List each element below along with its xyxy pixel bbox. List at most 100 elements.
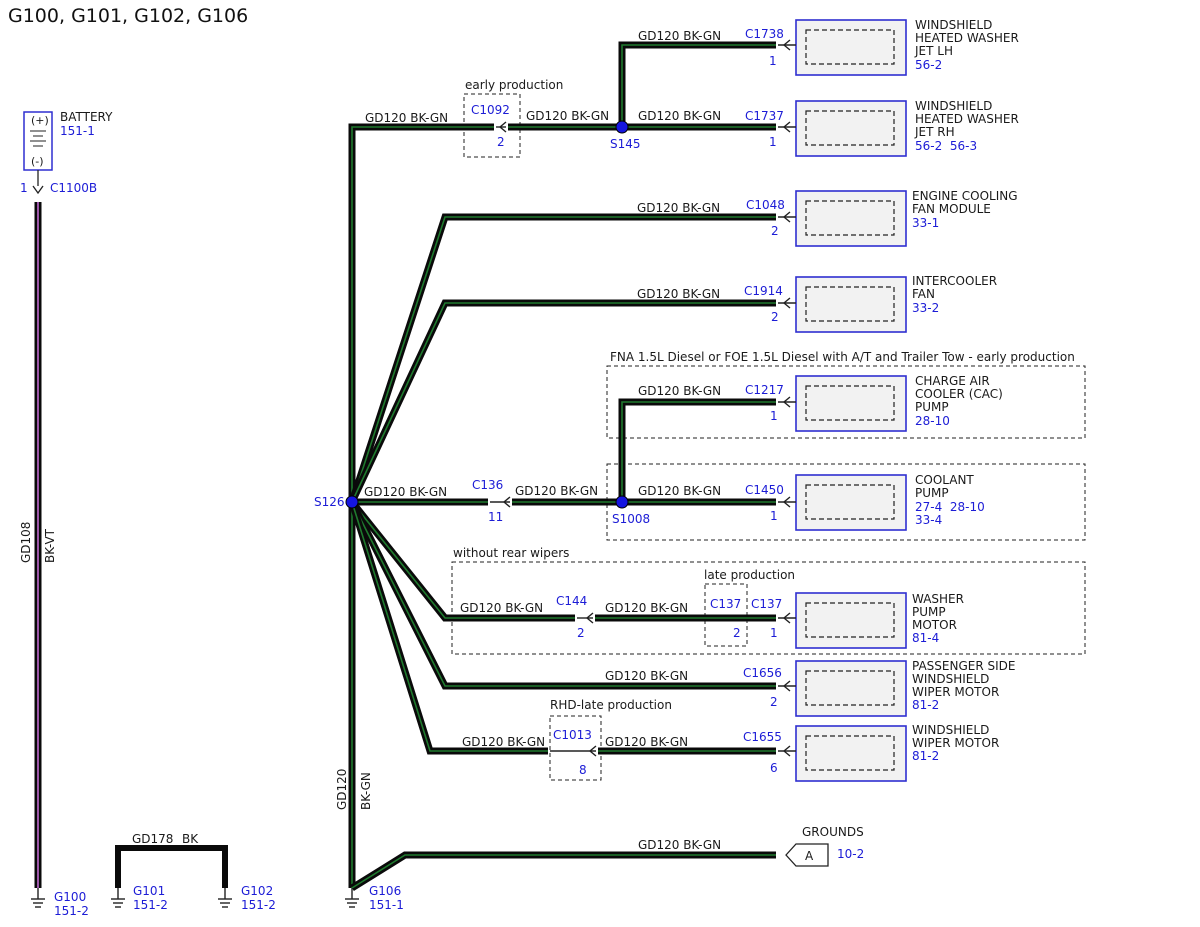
component-cac-line3: PUMP [915, 400, 949, 414]
ground-g100-name[interactable]: G100 [54, 890, 86, 904]
component-pass-wiper-line3: WIPER MOTOR [912, 685, 999, 699]
note-early-production: early production [465, 78, 563, 92]
wire-gd178-color: BK [182, 832, 199, 846]
grounds-reference-letter: A [805, 849, 814, 863]
component-cac-line2: COOLER (CAC) [915, 387, 1003, 401]
connector-c1013-pin: 8 [579, 763, 587, 777]
wire-label: GD120 BK-GN [605, 735, 688, 749]
component-intercooler-line1: INTERCOOLER [912, 274, 997, 288]
wire-gd120-network[interactable] [348, 41, 776, 891]
note-rhd-late: RHD-late production [550, 698, 672, 712]
component-pass-wiper-line2: WINDSHIELD [912, 672, 989, 686]
component-fan-module-line2: FAN MODULE [912, 202, 991, 216]
ground-icon [345, 888, 359, 908]
splice-s1008[interactable] [615, 495, 629, 509]
connector-c137[interactable]: C137 [751, 597, 782, 611]
wire-gd178-circuit: GD178 [132, 832, 173, 846]
wire-gd178[interactable] [115, 845, 228, 888]
page-title: G100, G101, G102, G106 [8, 5, 248, 27]
splice-s145[interactable] [615, 120, 629, 134]
wire-label: GD120 BK-GN [526, 109, 609, 123]
connector-arrow-icon [32, 185, 44, 195]
splice-s145-label: S145 [610, 137, 641, 151]
splice-s126[interactable] [345, 495, 359, 509]
component-intercooler-ref[interactable]: 33-2 [912, 301, 939, 315]
component-jet-rh-line2: HEATED WASHER [915, 112, 1019, 126]
splice-s126-label: S126 [314, 495, 345, 509]
note-box-without-rear-wipers [451, 561, 1086, 655]
grounds-reference-tag[interactable] [785, 843, 829, 867]
wire-label: GD120 BK-GN [515, 484, 598, 498]
note-without-rear-wipers: without rear wipers [453, 546, 569, 560]
splice-s1008-label: S1008 [612, 512, 650, 526]
component-coolant-pump[interactable] [795, 474, 907, 531]
ground-g106-ref: 151-1 [369, 898, 404, 912]
connector-c1217[interactable]: C1217 [745, 383, 784, 397]
connector-c1217-pin: 1 [770, 409, 778, 423]
component-coolant-ref[interactable]: 27-4 28-10 [915, 500, 985, 514]
connector-c136-pin: 11 [488, 510, 503, 524]
connector-c1914[interactable]: C1914 [744, 284, 783, 298]
component-washer-line2: PUMP [912, 605, 946, 619]
connector-c1656-pin: 2 [770, 695, 778, 709]
connector-c137-inline[interactable]: C137 [710, 597, 741, 611]
wire-label: GD120 BK-GN [462, 735, 545, 749]
connector-c1655[interactable]: C1655 [743, 730, 782, 744]
connector-c1450[interactable]: C1450 [745, 483, 784, 497]
component-fan-module[interactable] [795, 190, 907, 247]
ground-icon [218, 888, 232, 908]
component-jet-lh-line2: HEATED WASHER [915, 31, 1019, 45]
component-ws-wiper-ref[interactable]: 81-2 [912, 749, 939, 763]
connector-c1450-pin: 1 [770, 509, 778, 523]
connector-c1738[interactable]: C1738 [745, 27, 784, 41]
trunk-color: BK-GN [359, 772, 373, 810]
connector-c1092[interactable]: C1092 [471, 103, 510, 117]
component-fan-module-ref[interactable]: 33-1 [912, 216, 939, 230]
battery-symbol[interactable]: (+) (-) [23, 111, 53, 171]
wire-label: GD120 BK-GN [605, 669, 688, 683]
component-windshield-wiper[interactable] [795, 725, 907, 782]
component-pass-wiper-ref[interactable]: 81-2 [912, 698, 939, 712]
wire-label: GD120 BK-GN [460, 601, 543, 615]
grounds-reference-label: GROUNDS [802, 825, 864, 839]
component-coolant-ref2[interactable]: 33-4 [915, 513, 942, 527]
ground-g101-name[interactable]: G101 [133, 884, 165, 898]
grounds-reference-ref[interactable]: 10-2 [837, 847, 864, 861]
note-box-fna [606, 365, 1086, 439]
battery-connector[interactable]: C1100B [50, 181, 97, 195]
component-jet-rh-ref[interactable]: 56-2 56-3 [915, 139, 977, 153]
connector-c1048[interactable]: C1048 [746, 198, 785, 212]
ground-g100-ref: 151-2 [54, 904, 89, 918]
component-cac-line1: CHARGE AIR [915, 374, 990, 388]
connector-c144[interactable]: C144 [556, 594, 587, 608]
connector-c1737-pin: 1 [769, 135, 777, 149]
connector-c1737[interactable]: C1737 [745, 109, 784, 123]
battery-minus: (-) [31, 155, 44, 168]
component-cac-pump[interactable] [795, 375, 907, 432]
component-washer-ref[interactable]: 81-4 [912, 631, 939, 645]
ground-g102-name[interactable]: G102 [241, 884, 273, 898]
component-fan-module-line1: ENGINE COOLING [912, 189, 1018, 203]
component-jet-rh-line3: JET RH [914, 125, 955, 139]
connector-c1013[interactable]: C1013 [553, 728, 592, 742]
ground-g101-ref: 151-2 [133, 898, 168, 912]
note-box-rhd-late [549, 715, 602, 781]
connector-c144-pin: 2 [577, 626, 585, 640]
wire-label: GD120 BK-GN [605, 601, 688, 615]
component-washer-pump[interactable] [795, 592, 907, 649]
wire-gd108-circuit: GD108 [19, 522, 33, 563]
component-passenger-wiper[interactable] [795, 660, 907, 717]
component-jet-lh[interactable] [795, 19, 907, 76]
note-late-production: late production [704, 568, 795, 582]
component-jet-lh-line3: JET LH [914, 44, 953, 58]
connector-c1656[interactable]: C1656 [743, 666, 782, 680]
component-cac-ref[interactable]: 28-10 [915, 414, 950, 428]
component-intercooler-fan[interactable] [795, 276, 907, 333]
component-jet-rh[interactable] [795, 100, 907, 157]
component-jet-lh-ref[interactable]: 56-2 [915, 58, 942, 72]
battery-pin: 1 [20, 181, 28, 195]
ground-g106-name[interactable]: G106 [369, 884, 401, 898]
ground-icon [31, 888, 45, 908]
connector-c136[interactable]: C136 [472, 478, 503, 492]
